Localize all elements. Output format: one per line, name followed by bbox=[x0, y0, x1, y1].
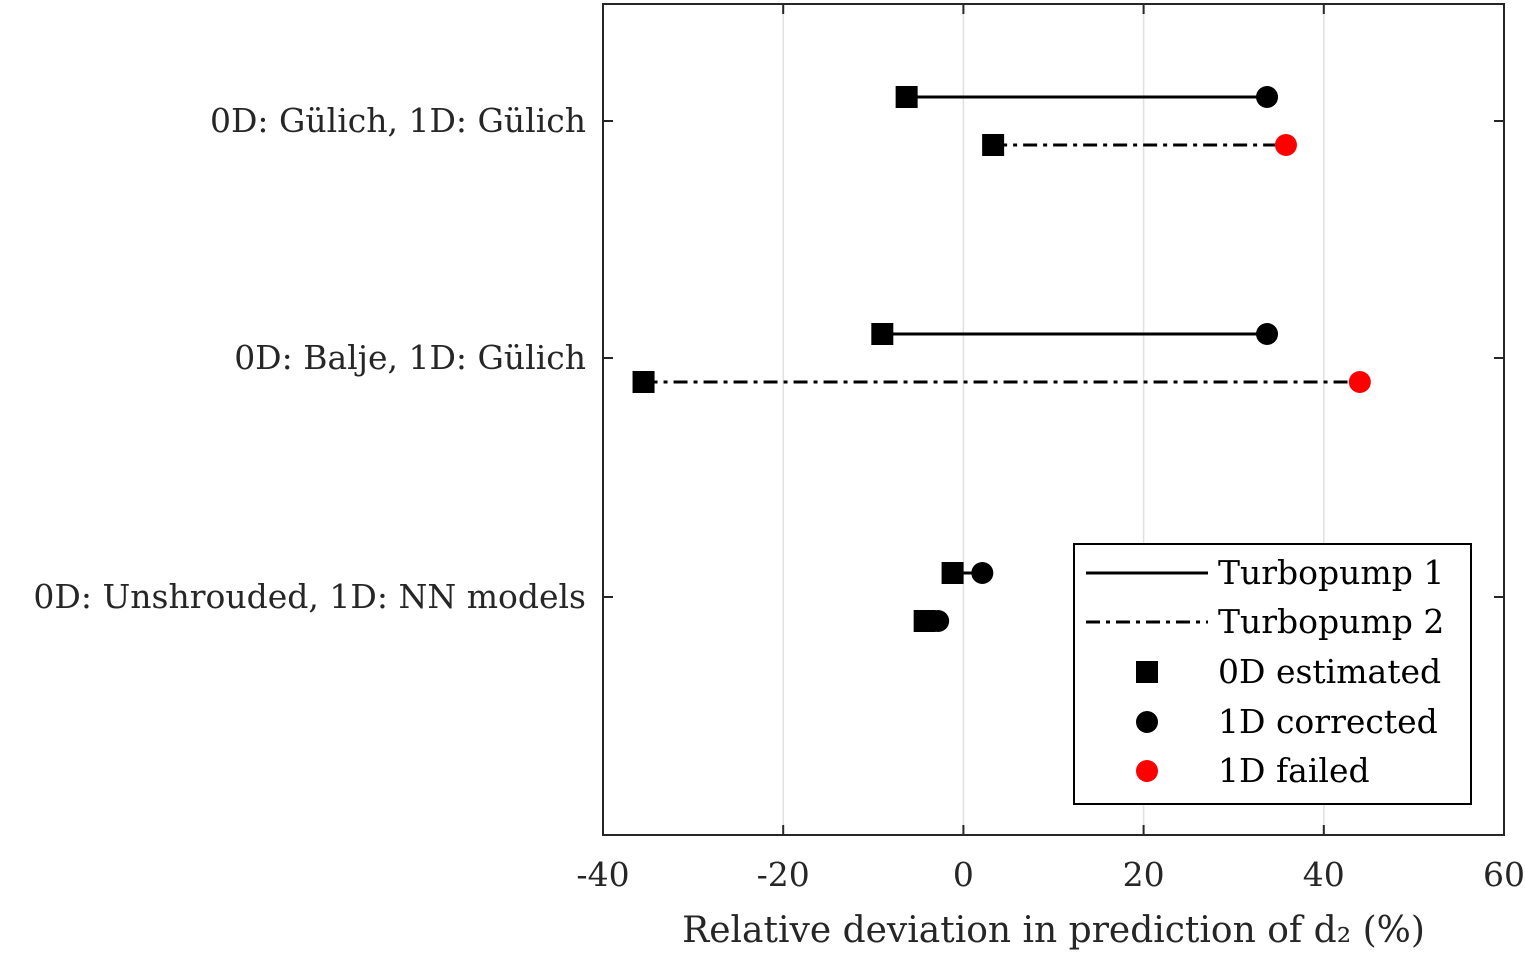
legend-circle-marker bbox=[1136, 711, 1158, 733]
x-axis-title: Relative deviation in prediction of d₂ (… bbox=[682, 910, 1425, 951]
estimated-marker bbox=[632, 371, 655, 393]
failed-marker bbox=[1274, 134, 1297, 156]
x-tick-label: 0 bbox=[953, 855, 974, 894]
legend-entry-label: 1D corrected bbox=[1218, 702, 1438, 741]
x-tick-label: -40 bbox=[576, 855, 629, 894]
legend-entry-label: 0D estimated bbox=[1218, 652, 1441, 691]
series-layer bbox=[632, 86, 1371, 632]
legend-entry-label: 1D failed bbox=[1218, 751, 1370, 790]
legend-entry-label: Turbopump 2 bbox=[1218, 602, 1444, 641]
corrected-marker bbox=[1256, 86, 1279, 108]
x-tick-label: 20 bbox=[1123, 855, 1165, 894]
corrected-marker bbox=[971, 562, 994, 584]
estimated-marker bbox=[941, 562, 964, 584]
estimated-marker bbox=[982, 134, 1005, 156]
x-tick-label: -20 bbox=[757, 855, 810, 894]
category-label: 0D: Balje, 1D: Gülich bbox=[234, 338, 586, 377]
category-label: 0D: Unshrouded, 1D: NN models bbox=[33, 577, 586, 616]
x-tick-label: 60 bbox=[1483, 855, 1525, 894]
axes-layer: -40 -20 0 20 40 60 0D: Gülich, 1D: Gülich 0D: B… bbox=[33, 3, 1525, 894]
x-tick-label: 40 bbox=[1303, 855, 1345, 894]
legend-failed-marker bbox=[1136, 760, 1158, 782]
legend-entry-label: Turbopump 1 bbox=[1218, 553, 1444, 592]
plot-frame bbox=[602, 3, 1505, 836]
legend-square-marker bbox=[1136, 661, 1158, 683]
legend: Turbopump 1 Turbopump 2 0D estimated 1D cor… bbox=[1073, 543, 1472, 805]
estimated-marker bbox=[871, 323, 894, 345]
corrected-marker bbox=[927, 610, 950, 632]
failed-marker bbox=[1348, 371, 1371, 393]
estimated-marker bbox=[895, 86, 918, 108]
corrected-marker bbox=[1256, 323, 1279, 345]
category-label: 0D: Gülich, 1D: Gülich bbox=[210, 101, 586, 140]
